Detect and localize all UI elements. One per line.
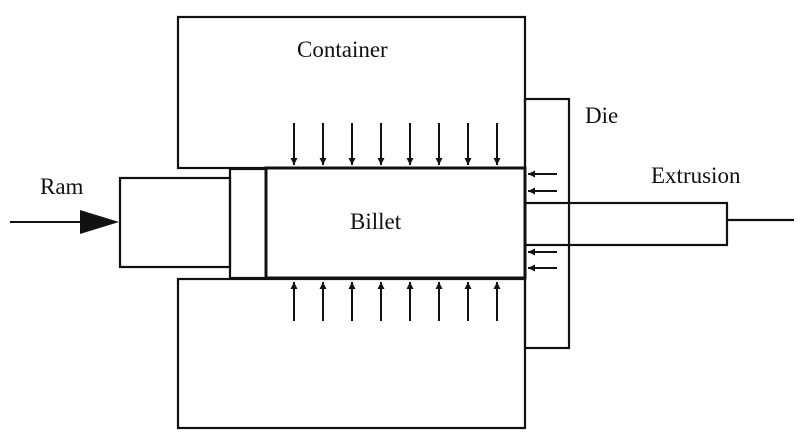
label-container: Container <box>297 37 388 62</box>
die-upper <box>523 97 571 205</box>
label-billet: Billet <box>350 209 402 234</box>
extrusion-bar <box>567 201 729 247</box>
label-extrusion: Extrusion <box>651 163 741 188</box>
dummy-block <box>228 167 268 280</box>
label-die: Die <box>585 103 618 128</box>
die-lower <box>523 243 571 350</box>
ram <box>118 176 232 269</box>
billet <box>264 166 527 280</box>
label-ram: Ram <box>40 174 84 199</box>
ram-arrowhead <box>80 210 119 234</box>
